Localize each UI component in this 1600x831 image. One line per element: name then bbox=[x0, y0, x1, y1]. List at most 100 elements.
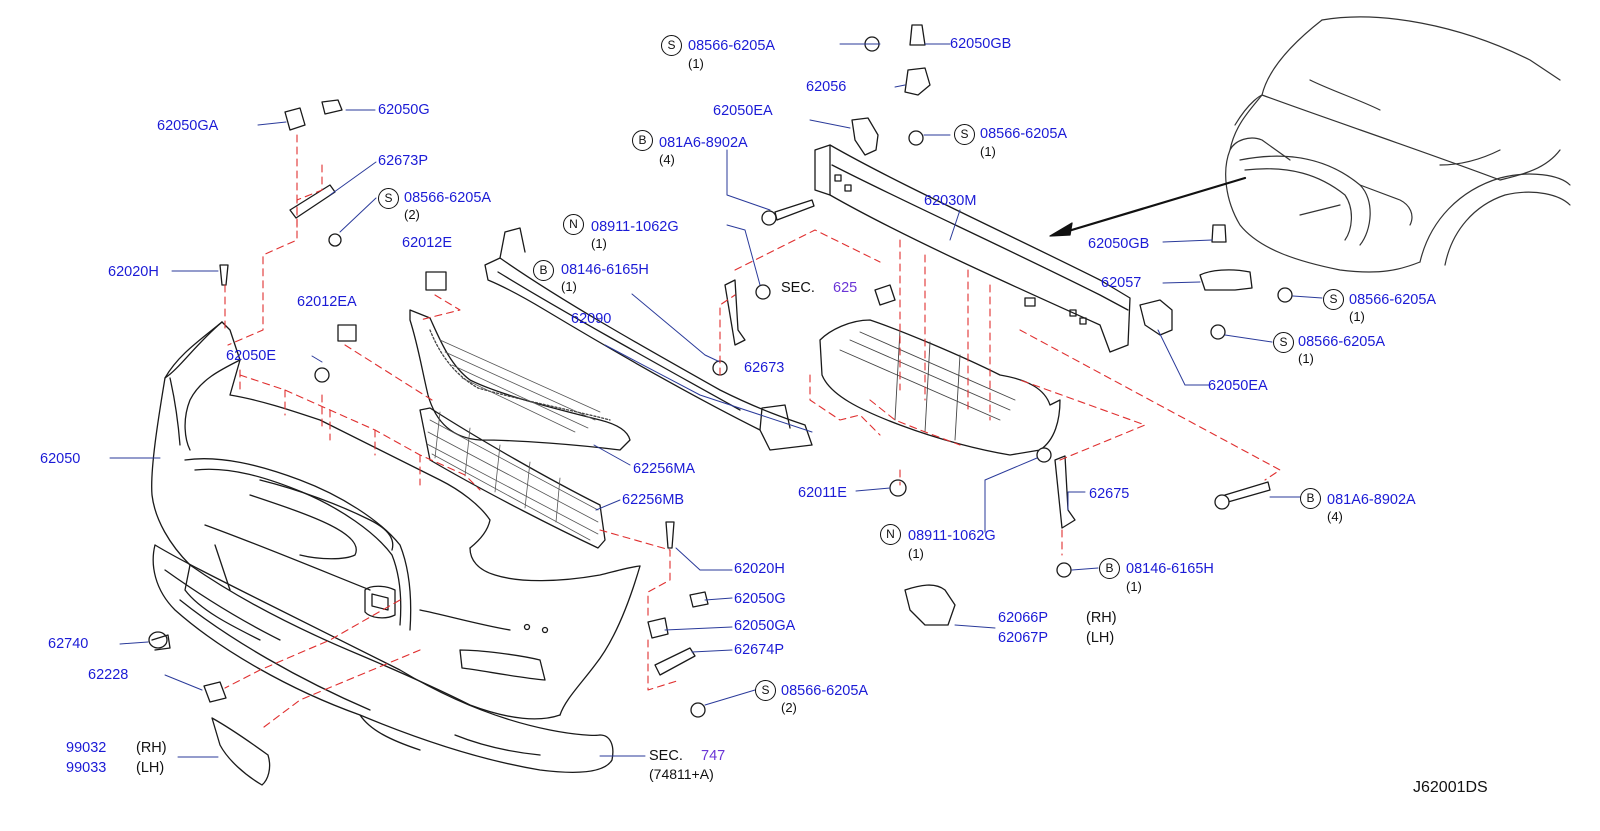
qty: (2) bbox=[781, 700, 797, 715]
part-62090[interactable]: 62090 bbox=[571, 311, 612, 327]
section-625-link[interactable]: 625 bbox=[833, 280, 858, 296]
symbol-s: S bbox=[954, 124, 975, 145]
qty: (1) bbox=[688, 56, 704, 71]
part-62050E[interactable]: 62050E bbox=[226, 348, 276, 364]
section-747-sub: (74811+A) bbox=[649, 766, 714, 782]
diagram-code: J62001DS bbox=[1413, 779, 1488, 796]
bracket-62050EA-right bbox=[1139, 299, 1173, 336]
clip-62740 bbox=[148, 631, 171, 651]
qty: (1) bbox=[1126, 579, 1142, 594]
symbol-s: S bbox=[1273, 332, 1294, 353]
qty: (1) bbox=[1298, 351, 1314, 366]
leader-lines bbox=[109, 43, 1323, 758]
side-lh: (LH) bbox=[1086, 630, 1115, 646]
view-arrow bbox=[1053, 176, 1247, 237]
part-62050GB-top[interactable]: 62050GB bbox=[950, 36, 1012, 52]
symbol-b: B bbox=[1099, 558, 1120, 579]
qty: (1) bbox=[591, 236, 607, 251]
part-62050GB-right[interactable]: 62050GB bbox=[1088, 236, 1150, 252]
qty: (1) bbox=[980, 144, 996, 159]
side-rh: (RH) bbox=[1086, 610, 1117, 626]
side-lh: (LH) bbox=[136, 760, 165, 776]
part-08146-6165H-top[interactable]: 08146-6165H bbox=[561, 262, 649, 278]
clip-62012E bbox=[425, 271, 447, 291]
part-62050[interactable]: 62050 bbox=[40, 451, 81, 467]
undercover bbox=[152, 544, 614, 773]
part-08911-1062G-top[interactable]: 08911-1062G bbox=[591, 219, 679, 235]
qty: (4) bbox=[1327, 509, 1343, 524]
part-62011E[interactable]: 62011E bbox=[798, 485, 847, 501]
part-08566-6205A-right1[interactable]: 08566-6205A bbox=[1349, 292, 1437, 308]
symbol-s: S bbox=[755, 680, 776, 701]
clip-62012EA bbox=[337, 324, 357, 342]
part-62050GA-mid[interactable]: 62050GA bbox=[734, 618, 796, 634]
part-99033[interactable]: 99033 bbox=[66, 760, 107, 776]
part-62050G-mid[interactable]: 62050G bbox=[734, 591, 786, 607]
symbol-n: N bbox=[563, 214, 584, 235]
part-62256MA[interactable]: 62256MA bbox=[633, 461, 696, 477]
part-081A6-8902A-top[interactable]: 081A6-8902A bbox=[659, 135, 748, 151]
deflector-62066P bbox=[904, 584, 956, 626]
part-08911-1062G-bottom[interactable]: 08911-1062G bbox=[908, 528, 996, 544]
section-747-link[interactable]: 747 bbox=[701, 748, 726, 764]
part-08566-6205A-left[interactable]: 08566-6205A bbox=[404, 190, 492, 206]
part-08566-6205A-right2[interactable]: 08566-6205A bbox=[1298, 334, 1386, 350]
section-prefix: SEC. bbox=[649, 748, 683, 764]
part-62020H-mid[interactable]: 62020H bbox=[734, 561, 785, 577]
grille-upper bbox=[409, 309, 631, 451]
part-62228[interactable]: 62228 bbox=[88, 667, 129, 683]
bracket-62675 bbox=[1054, 455, 1076, 529]
part-62256MB[interactable]: 62256MB bbox=[622, 492, 685, 508]
part-99032[interactable]: 99032 bbox=[66, 740, 107, 756]
bumper-fascia bbox=[151, 321, 641, 720]
qty: (1) bbox=[908, 546, 924, 561]
part-62012E[interactable]: 62012E bbox=[402, 235, 452, 251]
qty: (2) bbox=[404, 207, 420, 222]
part-62030M[interactable]: 62030M bbox=[924, 193, 977, 209]
car-outline bbox=[1225, 16, 1571, 273]
qty: (1) bbox=[561, 279, 577, 294]
energy-absorber bbox=[484, 227, 813, 451]
symbol-s: S bbox=[378, 188, 399, 209]
part-62050EA-right[interactable]: 62050EA bbox=[1208, 378, 1268, 394]
part-081A6-8902A-right[interactable]: 081A6-8902A bbox=[1327, 492, 1416, 508]
part-62740[interactable]: 62740 bbox=[48, 636, 89, 652]
part-62675[interactable]: 62675 bbox=[1089, 486, 1130, 502]
qty: (4) bbox=[659, 152, 675, 167]
bracket-62050EA-top bbox=[851, 117, 879, 156]
part-62056[interactable]: 62056 bbox=[806, 79, 847, 95]
part-08566-6205A-bottom[interactable]: 08566-6205A bbox=[781, 683, 869, 699]
part-62674P[interactable]: 62674P bbox=[734, 642, 784, 658]
qty: (1) bbox=[1349, 309, 1365, 324]
symbol-s: S bbox=[1323, 289, 1344, 310]
air-deflector bbox=[211, 717, 271, 786]
tow-hook-cover bbox=[203, 681, 227, 703]
part-62012EA[interactable]: 62012EA bbox=[297, 294, 357, 310]
part-08566-6205A-topc2[interactable]: 08566-6205A bbox=[980, 126, 1068, 142]
part-62673P[interactable]: 62673P bbox=[378, 153, 428, 169]
part-08566-6205A-topc[interactable]: 08566-6205A bbox=[688, 38, 776, 54]
symbol-s: S bbox=[661, 35, 682, 56]
symbol-b: B bbox=[632, 130, 653, 151]
center-support bbox=[819, 284, 1061, 456]
fasteners bbox=[219, 24, 1293, 718]
part-62066P[interactable]: 62066P bbox=[998, 610, 1048, 626]
bracket-62057 bbox=[1199, 269, 1253, 291]
part-62020H-left[interactable]: 62020H bbox=[108, 264, 159, 280]
part-62050EA-top[interactable]: 62050EA bbox=[713, 103, 773, 119]
symbol-b: B bbox=[1300, 488, 1321, 509]
part-62057[interactable]: 62057 bbox=[1101, 275, 1142, 291]
section-prefix: SEC. bbox=[781, 280, 815, 296]
part-62050G-top[interactable]: 62050G bbox=[378, 102, 430, 118]
part-62673[interactable]: 62673 bbox=[744, 360, 785, 376]
bracket-62056 bbox=[904, 67, 931, 96]
symbol-n: N bbox=[880, 524, 901, 545]
part-62067P[interactable]: 62067P bbox=[998, 630, 1048, 646]
bracket-62674P bbox=[654, 647, 696, 676]
part-08146-6165H-bottom[interactable]: 08146-6165H bbox=[1126, 561, 1214, 577]
dashed-lines bbox=[224, 134, 1281, 731]
part-62050GA-top[interactable]: 62050GA bbox=[157, 118, 219, 134]
grille-lower bbox=[419, 407, 606, 549]
